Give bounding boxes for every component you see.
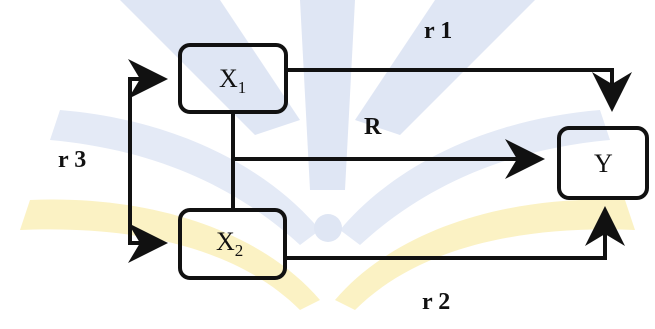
node-y-label: Y xyxy=(594,149,613,178)
node-x1-label: X1 xyxy=(219,64,246,97)
edge-r3-label: r 3 xyxy=(58,147,86,173)
edge-R-label: R xyxy=(364,114,382,140)
node-x2-label: X2 xyxy=(216,227,243,260)
edge-r2-arrow xyxy=(285,206,625,260)
edge-r3-arrow-to-x1 xyxy=(128,59,168,159)
edge-r1-label: r 1 xyxy=(424,18,452,44)
background-watermark xyxy=(20,0,635,310)
node-y-box xyxy=(557,126,649,200)
edge-r3-arrow-to-x2 xyxy=(128,159,168,263)
edge-r1-arrow xyxy=(286,68,632,112)
edge-r2-label: r 2 xyxy=(422,289,450,315)
